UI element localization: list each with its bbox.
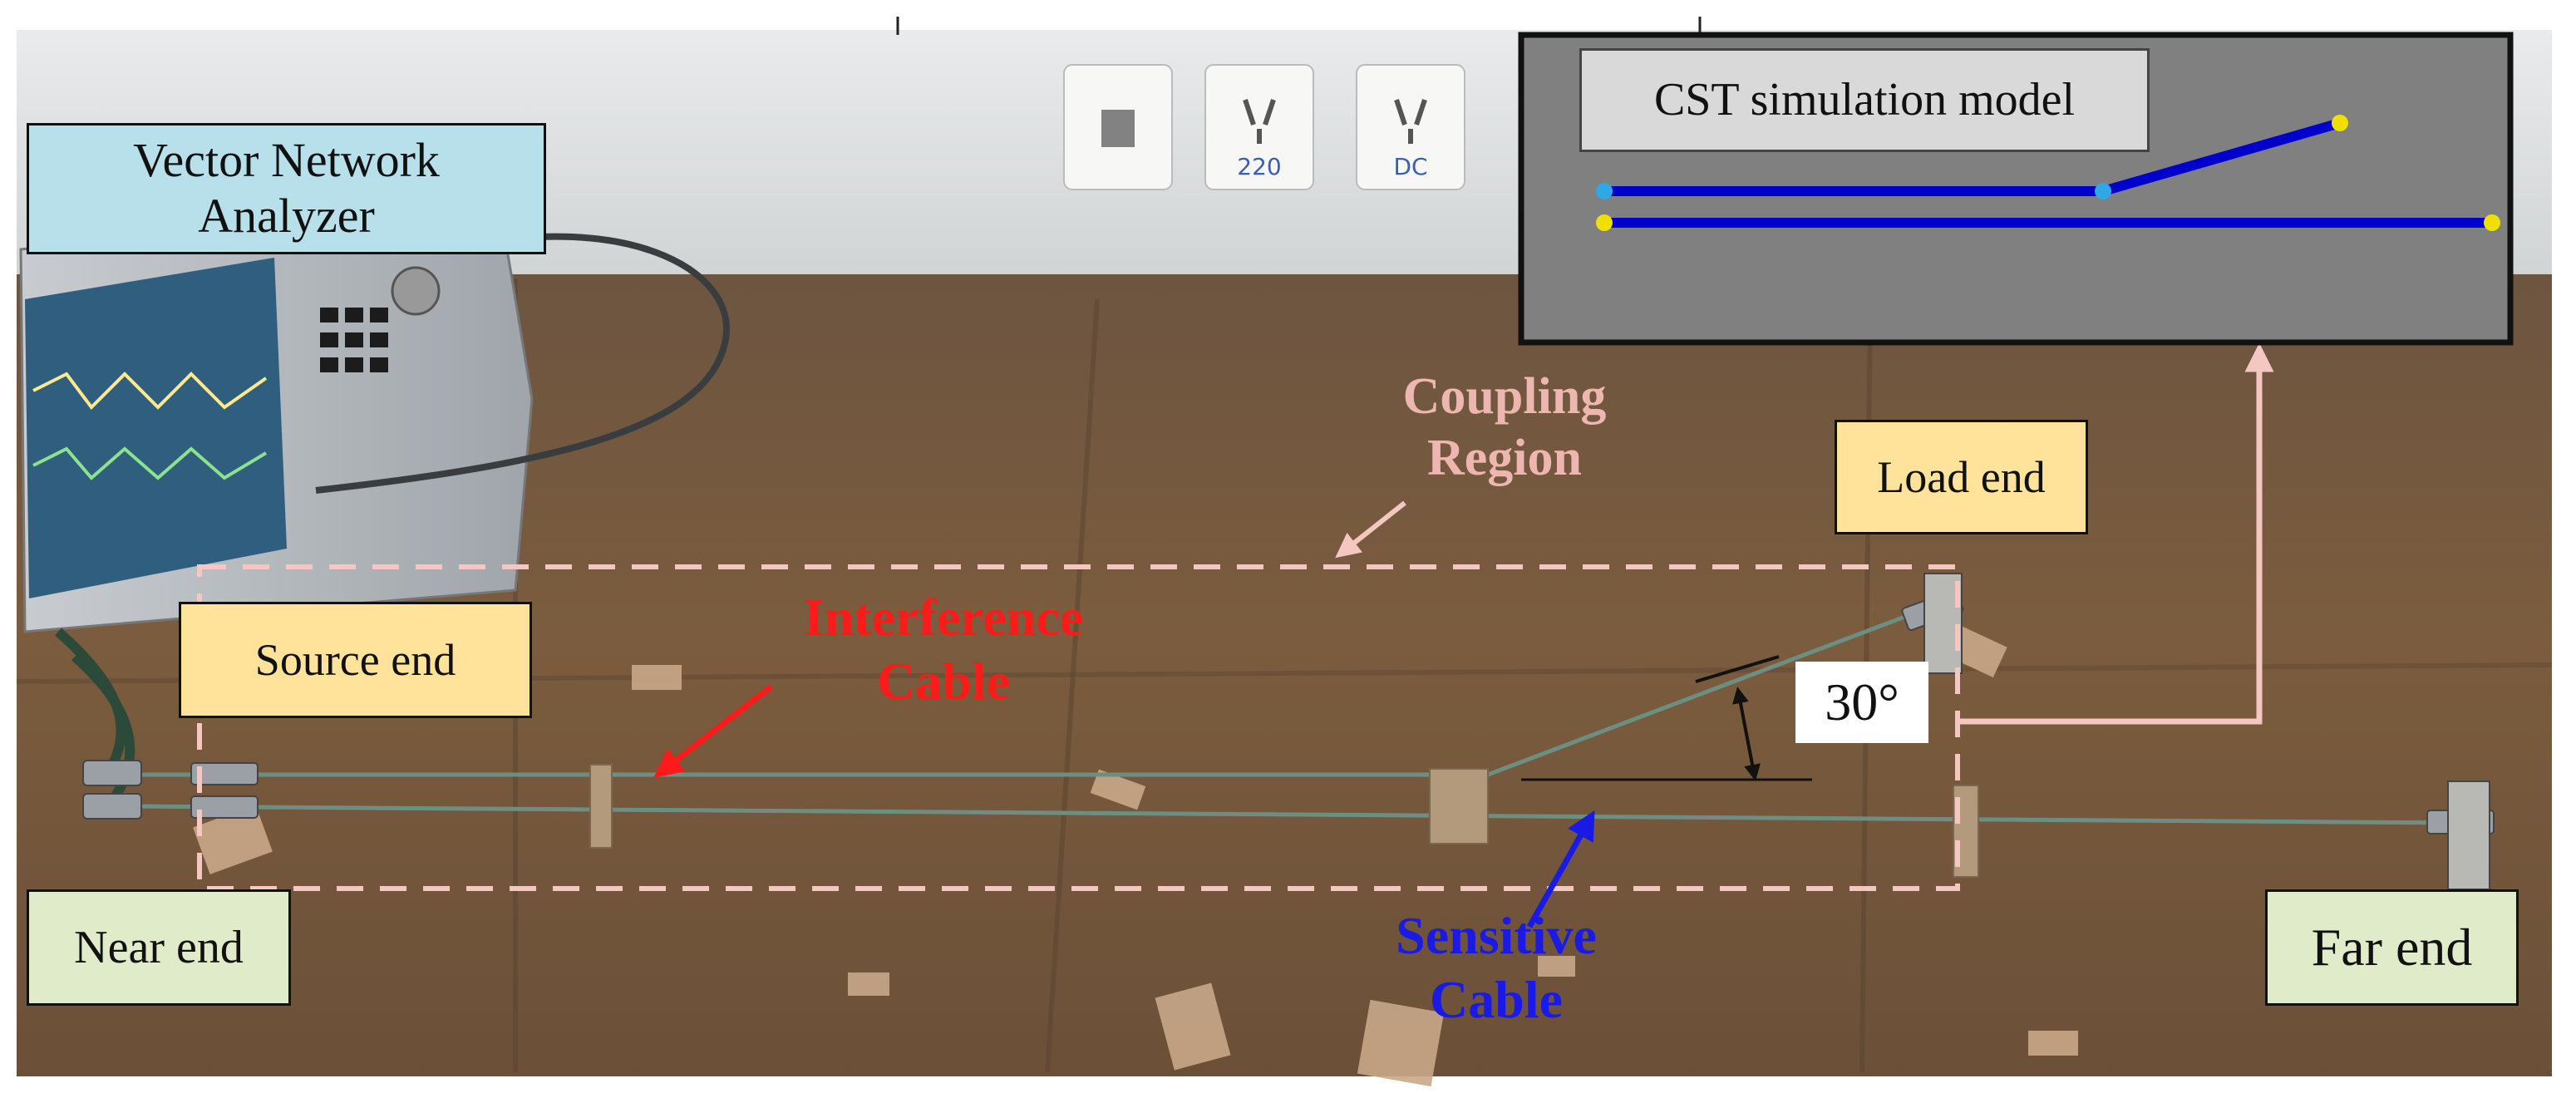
far-end-label: Far end bbox=[2265, 889, 2519, 1006]
vna-instrument bbox=[19, 198, 534, 633]
tape-scraps bbox=[193, 618, 2078, 1087]
cst-label: CST simulation model bbox=[1579, 48, 2150, 152]
coupling-region-text: Coupling Region bbox=[1402, 368, 1607, 487]
sensitive-arrow bbox=[1526, 810, 1595, 928]
interference-arrow bbox=[653, 684, 774, 778]
outlet-3 bbox=[1356, 64, 1465, 190]
outlet-2 bbox=[1204, 64, 1314, 190]
cst-link-arrow bbox=[1959, 342, 2274, 725]
outlet-3-marking: DC bbox=[1393, 153, 1427, 180]
vna-label: Vector Network Analyzer bbox=[27, 123, 546, 254]
sensitive-cable-text: Sensitive Cable bbox=[1396, 906, 1597, 1029]
cable-supports bbox=[589, 764, 1979, 878]
source-end-label: Source end bbox=[179, 602, 532, 718]
interference-cable-text: Interference Cable bbox=[803, 588, 1084, 711]
far-end-connector bbox=[2426, 780, 2495, 890]
outlet-2-marking: 220 bbox=[1237, 153, 1281, 180]
sensitive-cable bbox=[132, 804, 2461, 825]
load-end-label: Load end bbox=[1835, 420, 2088, 534]
angle-label: 30° bbox=[1795, 662, 1928, 743]
vna-screen bbox=[25, 258, 287, 598]
coupling-region-arrow bbox=[1335, 500, 1406, 559]
near-end-label: Near end bbox=[27, 889, 291, 1006]
interference-cable-angled bbox=[1487, 608, 1921, 777]
angle-arc-arrow bbox=[1732, 687, 1761, 781]
coupling-region-outline bbox=[197, 564, 1960, 891]
near-end-connectors bbox=[82, 760, 259, 820]
